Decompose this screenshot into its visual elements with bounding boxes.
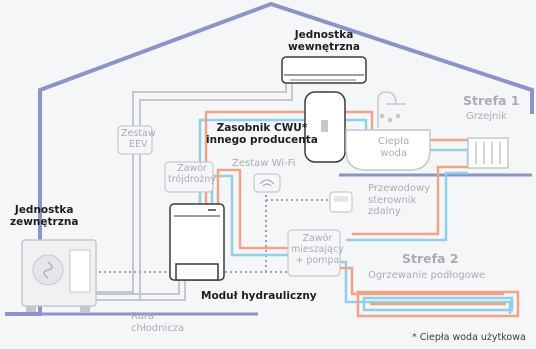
dhw-tank xyxy=(304,91,346,163)
hydro-module xyxy=(169,203,225,281)
remote-controller-label: Przewodowy sterownik zdalny xyxy=(368,183,430,218)
mixing-valve-label-line2: mieszający xyxy=(291,243,344,255)
refrigerant-pipe-label: Rura chłodnicza xyxy=(131,311,184,334)
dhw-tank-label-line2: innego producenta xyxy=(206,134,318,147)
refrigerant-pipe-label-line1: Rura xyxy=(131,311,155,322)
wifi-box xyxy=(253,173,281,193)
outdoor-unit xyxy=(21,239,97,312)
hot-water-label-line2: woda xyxy=(380,147,407,159)
zone2-label: Strefa 2 xyxy=(402,251,459,266)
refrigerant-pipe-label-line2: chłodnicza xyxy=(131,322,185,334)
mixing-valve-label-line1: Zawór xyxy=(302,233,333,244)
indoor-unit-label: Jednostka wewnętrzna xyxy=(288,29,360,53)
dhw-tank-label: Zasobnik CWU* innego producenta xyxy=(206,122,318,146)
footnote: * Ciepła woda użytkowa xyxy=(412,332,526,343)
indoor-unit xyxy=(281,56,367,84)
remote-controller-label-line1: Przewodowy xyxy=(368,183,431,194)
radiator-label: Grzejnik xyxy=(466,111,507,122)
eev-kit-label-line2: EEV xyxy=(129,138,148,150)
outdoor-unit-label-line1: Jednostka xyxy=(14,204,74,216)
mixing-valve-label: Zawór mieszający + pompa xyxy=(291,233,344,267)
outdoor-unit-label: Jednostka zewnętrzna xyxy=(10,204,78,228)
eev-box xyxy=(117,125,153,155)
three-way-valve-label: Zawór trójdrożny xyxy=(168,163,217,186)
three-way-valve-box xyxy=(164,161,214,193)
remote-controller-label-line2: sterownik xyxy=(368,194,417,206)
dhw-tank-label-line1: Zasobnik CWU* xyxy=(216,122,308,134)
zone1-label: Strefa 1 xyxy=(463,93,520,108)
eev-kit-label: Zestaw EEV xyxy=(121,128,156,151)
three-way-valve-label-line1: Zawór xyxy=(177,163,207,174)
refrigerant-pipes xyxy=(96,75,293,301)
outdoor-unit-label-line2: zewnętrzna xyxy=(10,216,79,229)
remote-controller-screen xyxy=(334,196,348,202)
hot-water-label-line1: Ciepła xyxy=(378,136,410,147)
indoor-unit-label-line2: wewnętrzna xyxy=(288,41,360,54)
wifi-icon xyxy=(259,179,275,187)
indoor-unit-label-line1: Jednostka xyxy=(294,29,354,41)
remote-controller-label-line3: zdalny xyxy=(368,206,401,217)
floor-heating-label: Ogrzewanie podłogowe xyxy=(368,270,486,281)
floor-heating-coil xyxy=(356,290,520,318)
radiator xyxy=(467,137,509,169)
hydro-module-label: Moduł hydrauliczny xyxy=(201,290,317,302)
three-way-valve-label-line2: trójdrożny xyxy=(168,173,217,185)
mixing-valve-label-line3: + pompa xyxy=(295,254,340,266)
wifi-kit-label: Zestaw Wi-Fi xyxy=(232,158,296,169)
eev-kit-label-line1: Zestaw xyxy=(121,128,156,139)
hot-water-label: Ciepła woda xyxy=(378,136,409,159)
bathtub xyxy=(345,91,431,171)
mixing-valve-box xyxy=(287,229,341,277)
